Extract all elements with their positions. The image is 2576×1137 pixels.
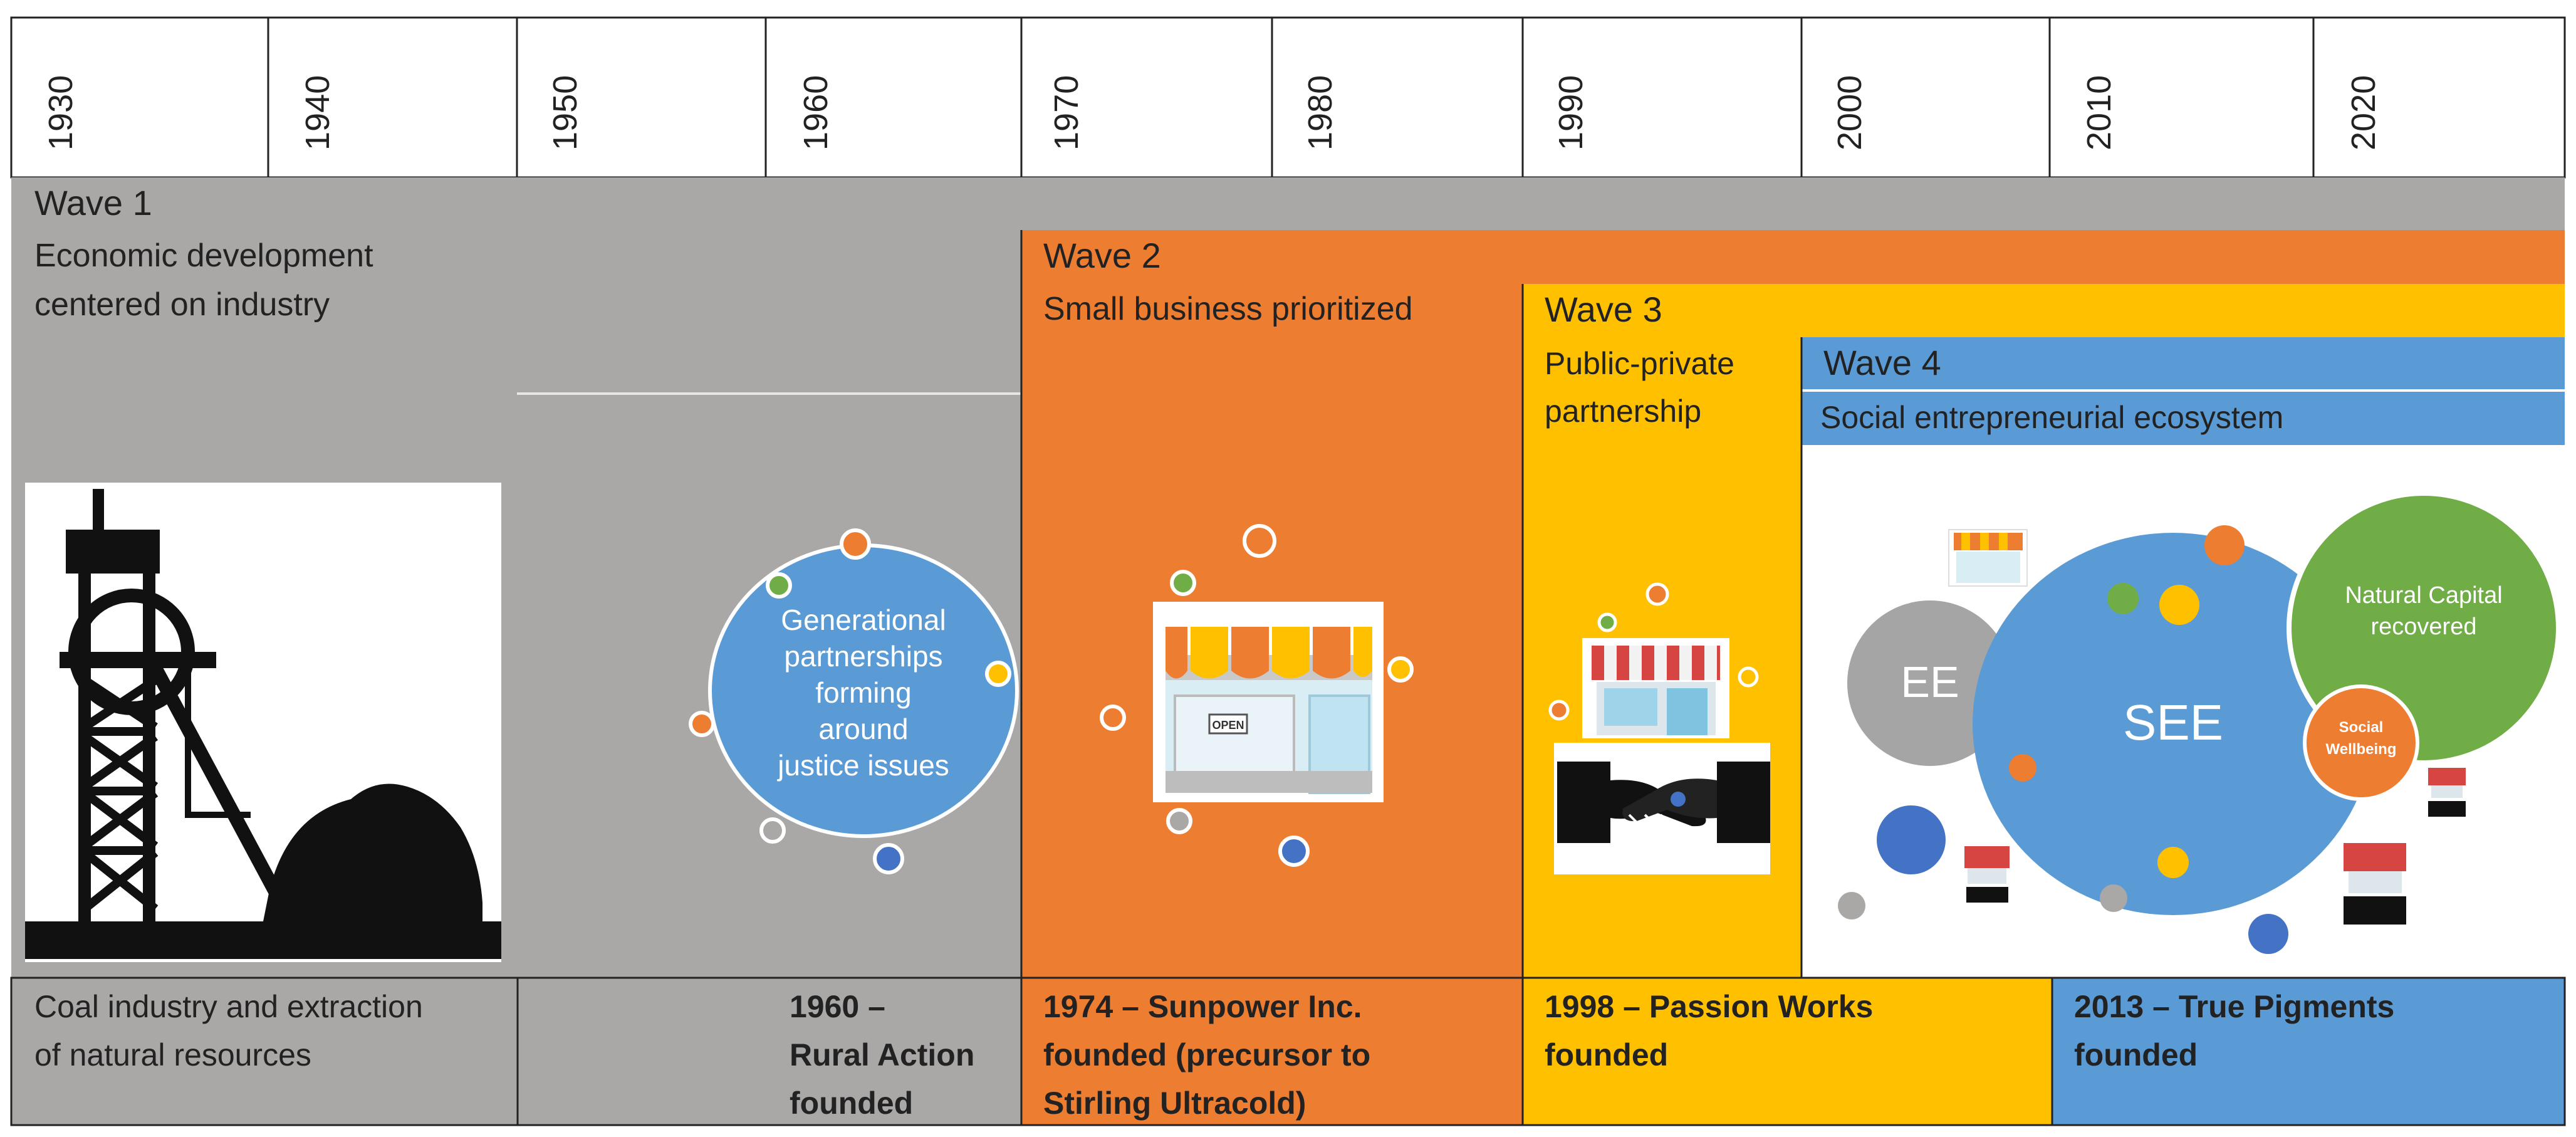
decade-label: 1950 [546, 75, 584, 150]
social-wellbeing-circle [2303, 684, 2419, 801]
event-text-line: of natural resources [34, 1037, 311, 1072]
decorative-dot [1170, 570, 1196, 596]
bubble-text-line: partnerships [784, 640, 942, 673]
open-sign-text: OPEN [1212, 719, 1244, 731]
event-text-line: founded [2074, 1037, 2198, 1072]
wave-1-subtitle-line: Economic development [34, 238, 373, 274]
decorative-dot [873, 843, 904, 874]
decade-label: 1960 [797, 75, 835, 150]
storefront-icon: OPEN [1100, 524, 1414, 867]
decade-label: 1970 [1048, 75, 1085, 150]
event-text-line: founded [790, 1086, 913, 1121]
decorative-dot [840, 528, 871, 560]
decorative-dot [2100, 884, 2127, 912]
decorative-dot [1387, 656, 1414, 683]
storefront-icon [1948, 529, 2028, 587]
ee-circle [1847, 600, 2013, 766]
event-text-line: 1960 – [790, 989, 885, 1024]
decorative-dot [759, 817, 786, 844]
decorative-dot [1278, 836, 1310, 867]
wave-4-title: Wave 4 [1823, 343, 1941, 382]
wave-4-subtitle-line: Social entrepreneurial ecosystem [1820, 400, 2283, 435]
natural-capital-line: Natural Capital [2345, 582, 2502, 609]
decorative-dot [1671, 792, 1686, 807]
see-circle [1973, 533, 2374, 915]
storefront-icon [1548, 582, 1759, 738]
decorative-dot [766, 572, 792, 599]
decade-label: 1990 [1552, 75, 1590, 150]
decorative-dot [1100, 705, 1126, 731]
decorative-dot [1166, 808, 1192, 834]
decorative-dot [1645, 582, 1669, 606]
decade-label: 1930 [42, 75, 80, 150]
decorative-dot [2009, 754, 2036, 782]
decorative-dot [2157, 847, 2189, 878]
see-label: SEE [2123, 694, 2223, 750]
decade-label: 1940 [299, 75, 336, 150]
decade-label: 2000 [1831, 75, 1869, 150]
event-text-line: founded [1545, 1037, 1668, 1072]
decorative-dot [1597, 612, 1617, 632]
wave-2-subtitle-line: Small business prioritized [1043, 291, 1413, 327]
social-wellbeing-line: Wellbeing [2326, 741, 2397, 758]
decorative-dot [2159, 585, 2199, 625]
decorative-dot [2248, 914, 2288, 954]
decade-label: 2020 [2345, 75, 2382, 150]
event-text-line: 1998 – Passion Works [1545, 989, 1873, 1024]
decorative-dot [689, 711, 715, 737]
decorative-dot [1838, 892, 1865, 920]
bubble-text-line: around [818, 713, 908, 745]
events-row: Coal industry and extraction of natural … [10, 977, 2566, 1126]
handshake-icon [1554, 743, 1770, 874]
event-text-line: 2013 – True Pigments [2074, 989, 2394, 1024]
wave-3-title: Wave 3 [1545, 290, 1662, 329]
storefront-handshake-icon [2428, 768, 2466, 817]
wave-3-subtitle-line: partnership [1545, 394, 1701, 429]
wave-3-subtitle-line: Public-private [1545, 346, 1734, 381]
event-text-line: Rural Action [790, 1037, 974, 1072]
mine-headframe-icon [25, 483, 501, 962]
decorative-dot [2204, 525, 2245, 565]
social-wellbeing-line: Social [2339, 719, 2384, 736]
bubble-text-line: forming [815, 676, 911, 709]
decorative-dot [1548, 699, 1570, 721]
decorative-dot [1243, 524, 1276, 558]
decade-label: 2010 [2080, 75, 2118, 150]
bubble-text-line: justice issues [776, 749, 949, 782]
generational-partnerships-bubble: Generational partnerships forming around… [689, 528, 1019, 874]
decorative-dot [1877, 805, 1946, 874]
decorative-dot [1738, 666, 1759, 688]
wave-1-title: Wave 1 [34, 183, 152, 223]
storefront-handshake-icon [2344, 843, 2406, 925]
decade-label: 1980 [1301, 75, 1339, 150]
wave-1-subtitle-line: centered on industry [34, 286, 330, 323]
ecosystem-illustration: EE SEE Natural Capital recovered Social … [1838, 491, 2561, 954]
storefront-handshake-icon [1964, 846, 2010, 903]
event-text-line: Stirling Ultracold) [1043, 1086, 1306, 1121]
event-text-line: Coal industry and extraction [34, 989, 423, 1024]
natural-capital-line: recovered [2371, 614, 2477, 640]
wave-2-title: Wave 2 [1043, 236, 1161, 275]
decade-header: 1930 1940 1950 1960 1970 1980 1990 2000 … [10, 16, 2566, 179]
ee-label: EE [1901, 658, 1959, 706]
decorative-dot [985, 661, 1011, 687]
decorative-dot [2107, 583, 2139, 614]
event-text-line: founded (precursor to [1043, 1037, 1370, 1072]
bubble-text-line: Generational [781, 604, 946, 636]
event-text-line: 1974 – Sunpower Inc. [1043, 989, 1362, 1024]
